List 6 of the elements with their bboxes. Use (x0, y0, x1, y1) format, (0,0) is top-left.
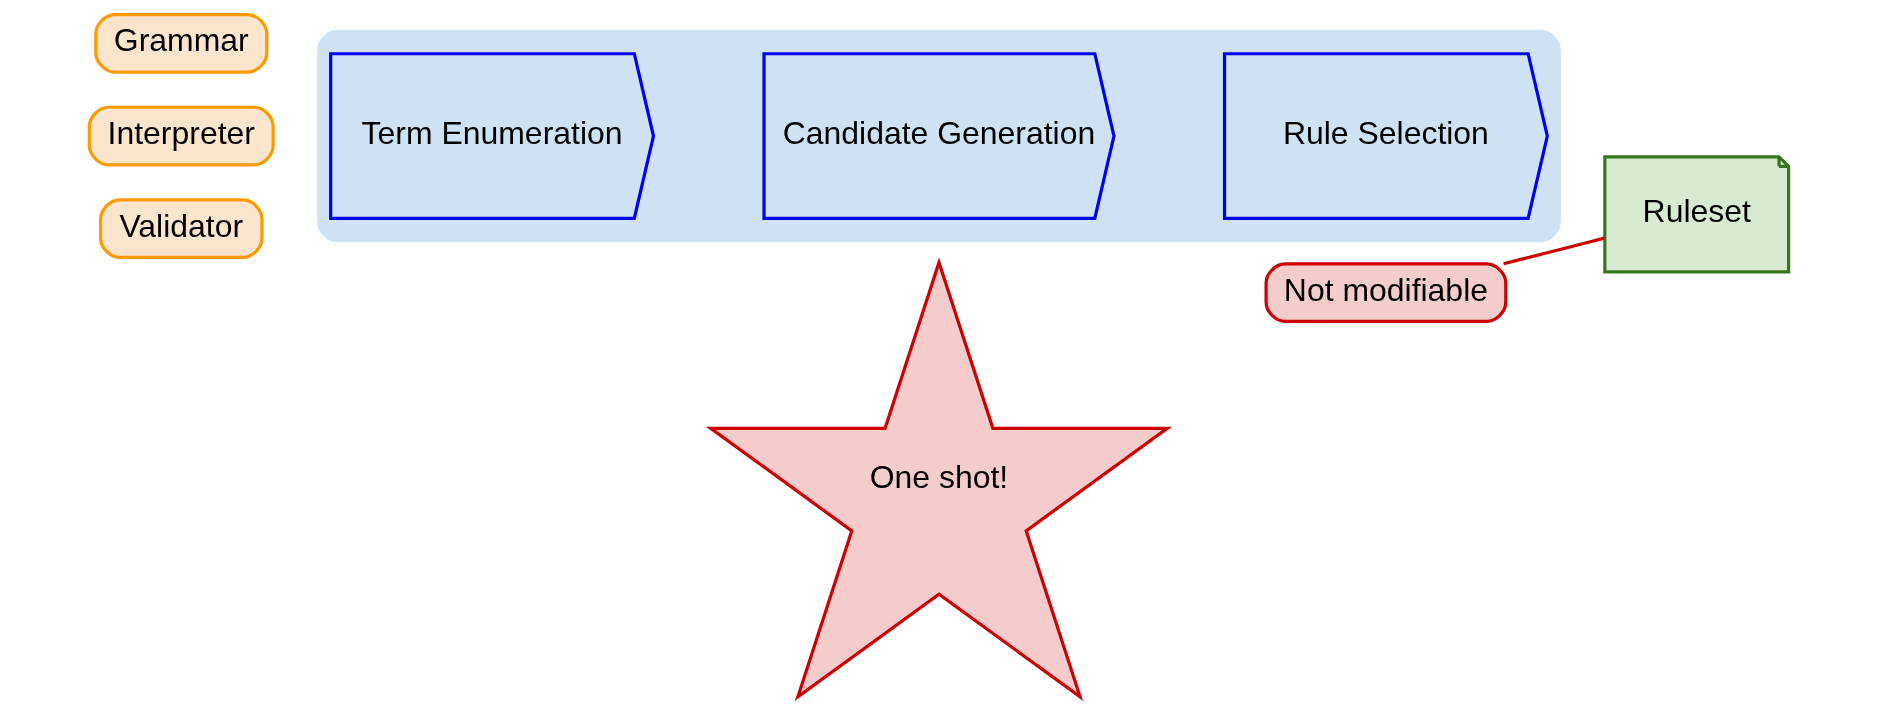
connector (1502, 236, 1605, 266)
node-box: Validator (98, 198, 264, 260)
cluster (316, 29, 1561, 243)
node-box: Grammar (93, 13, 268, 74)
node-box: Interpreter (87, 105, 275, 167)
node-box: Not modifiable (1264, 262, 1507, 323)
